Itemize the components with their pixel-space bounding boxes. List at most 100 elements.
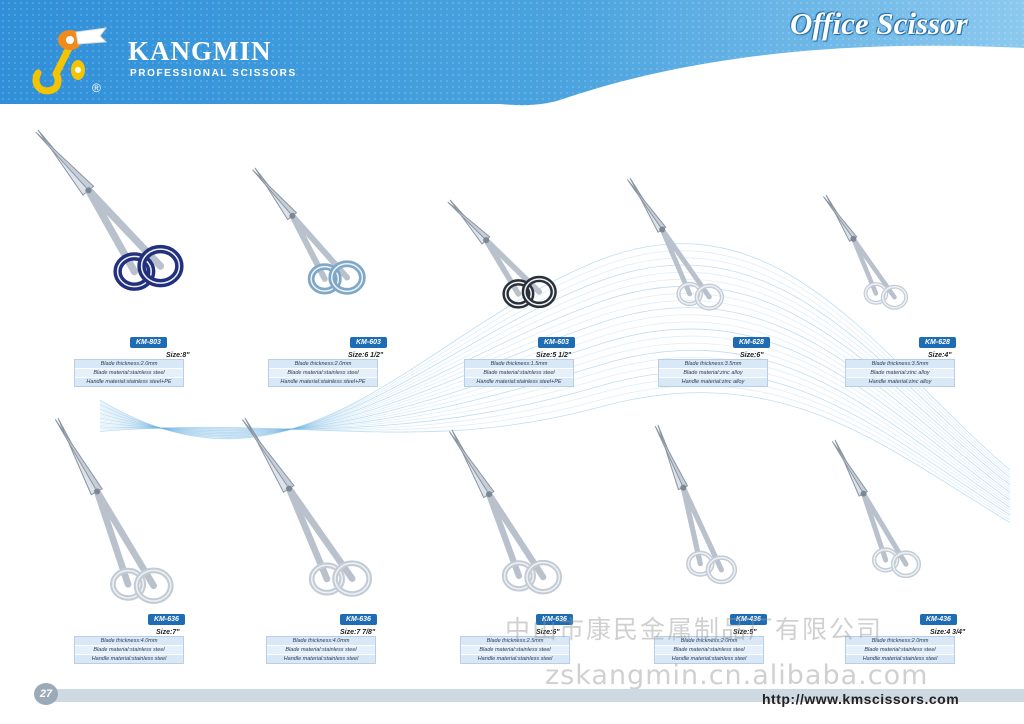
scissor-handle-highlight xyxy=(503,562,535,590)
scissor-pivot-screw xyxy=(680,484,687,491)
scissor-blade xyxy=(35,131,95,192)
product-spec-row: Handle material:stainless steel+PE xyxy=(269,378,377,386)
scissor-pivot-screw xyxy=(860,490,867,497)
scissor-blade xyxy=(242,419,295,490)
product-code-tag: KM-636 xyxy=(340,614,377,625)
scissor-pivot-screw xyxy=(486,491,493,498)
product-spec-row: Blade thickness:2.0mm xyxy=(655,637,763,646)
scissor-handle-highlight xyxy=(140,248,181,284)
product-size: Size:4" xyxy=(928,352,952,359)
footer-bar xyxy=(40,689,1024,702)
product-spec-row: Blade material:stainless steel xyxy=(267,646,375,655)
product-spec-row: Blade material:stainless steel xyxy=(75,369,183,378)
kangmin-logo: ® xyxy=(32,27,108,95)
brand-name: KANGMIN xyxy=(128,36,272,66)
product-size: Size:5 1/2" xyxy=(536,352,572,359)
scissor-shank xyxy=(680,484,724,573)
scissor-pivot-screw xyxy=(483,237,490,244)
product-spec-row: Blade thickness:1.5mm xyxy=(465,360,573,369)
scissor-handle-highlight xyxy=(112,569,145,599)
product-spec-row: Handle material:zinc alloy xyxy=(846,378,954,386)
scissor-handle-highlight xyxy=(504,281,532,307)
registered-mark: ® xyxy=(92,81,101,95)
product-spec-row: Handle material:stainless steel xyxy=(846,655,954,663)
product-size: Size:7" xyxy=(156,629,180,636)
product-code-tag: KM-636 xyxy=(536,614,573,625)
scissor-pivot-screw xyxy=(659,226,666,233)
scissor-handle-highlight xyxy=(526,561,561,593)
product-size: Size:8" xyxy=(166,352,190,359)
product-size: Size:6" xyxy=(740,352,764,359)
scissor-handle-highlight xyxy=(695,284,723,310)
scissor-blade xyxy=(831,441,869,495)
scissor-pivot-screw xyxy=(850,235,857,242)
product-spec-row: Blade thickness:3.5mm xyxy=(846,360,954,369)
product-code-tag: KM-603 xyxy=(350,337,387,348)
product-spec-row: Handle material:stainless steel xyxy=(461,655,569,663)
scissor-handle-highlight xyxy=(882,285,907,309)
watermark-company: 中山市康民金属制品厂有限公司 xyxy=(505,615,884,644)
product-spec-row: Blade material:zinc alloy xyxy=(659,369,767,378)
scissor-pivot-screw xyxy=(85,187,92,194)
page-title: Office Scissor xyxy=(790,6,968,41)
scissor-handle-highlight xyxy=(873,548,898,572)
product-size: Size:6" xyxy=(536,629,560,636)
product-spec-row: Blade thickness:2.0mm xyxy=(75,360,183,369)
product-code-tag: KM-436 xyxy=(920,614,957,625)
product-spec-row: Handle material:stainless steel+PE xyxy=(75,378,183,386)
scissor-handle-highlight xyxy=(677,283,702,305)
scissor-blade xyxy=(447,201,491,241)
product-spec-row: Blade material:stainless steel xyxy=(465,369,573,378)
scissor-blade xyxy=(448,431,495,495)
product-size: Size:6 1/2" xyxy=(348,352,384,359)
brand-tagline: PROFESSIONAL SCISSORS xyxy=(130,68,297,79)
scissor-pivot-screw xyxy=(289,212,296,219)
footer-url[interactable]: http://www.kmscissors.com xyxy=(762,691,960,707)
product-spec-row: Handle material:stainless steel xyxy=(267,655,375,663)
product-spec-row: Blade thickness:2.0mm xyxy=(846,637,954,646)
product-size: Size:4 3/4" xyxy=(930,629,966,636)
product-size: Size:5" xyxy=(733,629,757,636)
scissor-handle-highlight xyxy=(310,265,340,292)
product-spec-row: Handle material:stainless steel xyxy=(75,655,183,663)
scissor-blade xyxy=(823,196,858,240)
scissor-handle-highlight xyxy=(707,556,736,583)
product-code-tag: KM-603 xyxy=(538,337,575,348)
product-spec-row: Blade material:stainless steel xyxy=(269,369,377,378)
product-code-tag: KM-628 xyxy=(919,337,956,348)
product-spec-row: Handle material:stainless steel xyxy=(655,655,763,663)
scissor-handle-highlight xyxy=(524,278,555,306)
product-spec-row: Blade material:zinc alloy xyxy=(846,369,954,378)
product-spec-row: Blade material:stainless steel xyxy=(846,646,954,655)
page-number: 27 xyxy=(34,683,58,705)
scissor-handle-highlight xyxy=(135,569,172,602)
product-spec-row: Blade material:stainless steel xyxy=(461,646,569,655)
product-spec-row: Blade thickness:2.0mm xyxy=(269,360,377,369)
product-spec-row: Handle material:stainless steel+PE xyxy=(465,378,573,386)
product-spec-row: Blade thickness:2.5mm xyxy=(461,637,569,646)
scissor-handle-highlight xyxy=(864,283,888,304)
product-code-tag: KM-636 xyxy=(148,614,185,625)
header-band xyxy=(0,0,1024,106)
scissor-blade xyxy=(654,425,689,489)
product-spec-row: Handle material:zinc alloy xyxy=(659,378,767,386)
product-spec-row: Blade material:stainless steel xyxy=(655,646,763,655)
product-code-tag: KM-803 xyxy=(130,337,167,348)
product-size: Size:7 7/8" xyxy=(340,629,376,636)
product-spec-row: Blade thickness:4.0mm xyxy=(75,637,183,646)
scissor-handle-highlight xyxy=(892,551,920,577)
scissor-blade xyxy=(627,179,667,231)
product-spec-row: Blade material:stainless steel xyxy=(75,646,183,655)
scissor-blade xyxy=(252,169,298,217)
scissor-handle-highlight xyxy=(116,255,152,288)
scissor-blade xyxy=(54,419,103,493)
product-spec-row: Blade thickness:4.0mm xyxy=(267,637,375,646)
